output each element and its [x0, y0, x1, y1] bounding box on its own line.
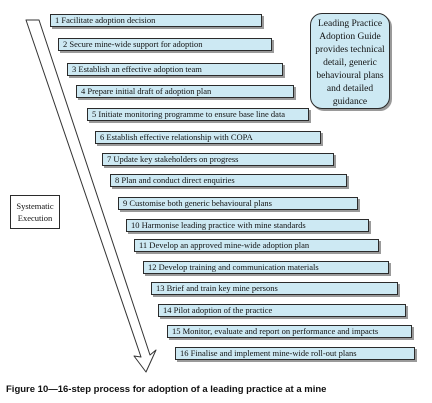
step-13: 13 Brief and train key mine persons — [151, 282, 398, 295]
step-10: 10 Harmonise leading practice with mine … — [126, 219, 369, 232]
step-16: 16 Finalise and implement mine-wide roll… — [175, 347, 415, 360]
guide-line-2: Adoption Guide — [319, 32, 381, 42]
guide-line-1: Leading Practice — [317, 19, 383, 29]
figure-caption: Figure 10—16-step process for adoption o… — [6, 384, 327, 395]
step-4: 4 Prepare initial draft of adoption plan — [76, 85, 294, 98]
step-14: 14 Pilot adoption of the practice — [158, 304, 406, 317]
guide-line-4: detail, generic — [323, 58, 377, 68]
step-11: 11 Develop an approved mine-wide adoptio… — [134, 239, 379, 252]
guide-line-5: behavioural plans — [316, 71, 384, 81]
step-9: 9 Customise both generic behavioural pla… — [118, 197, 358, 210]
step-1: 1 Facilitate adoption decision — [50, 14, 262, 27]
step-2: 2 Secure mine-wide support for adoption — [58, 38, 272, 51]
step-6: 6 Establish effective relationship with … — [95, 131, 321, 144]
guide-line-3: provides technical — [315, 45, 385, 55]
step-7: 7 Update key stakeholders on progress — [102, 153, 334, 166]
guide-line-6: and detailed — [326, 84, 374, 94]
step-3: 3 Establish an effective adoption team — [67, 63, 283, 76]
leading-practice-guide-box: Leading Practice Adoption Guide provides… — [310, 13, 390, 109]
step-12: 12 Develop training and communication ma… — [143, 261, 389, 274]
execution-line-2: Execution — [17, 213, 53, 223]
systematic-execution-label: Systematic Execution — [10, 195, 60, 229]
step-15: 15 Monitor, evaluate and report on perfo… — [167, 325, 412, 338]
execution-line-1: Systematic — [16, 201, 54, 211]
step-5: 5 Initiate monitoring programme to ensur… — [87, 108, 309, 121]
guide-line-7: guidance — [332, 97, 368, 107]
step-8: 8 Plan and conduct direct enquiries — [110, 174, 347, 187]
